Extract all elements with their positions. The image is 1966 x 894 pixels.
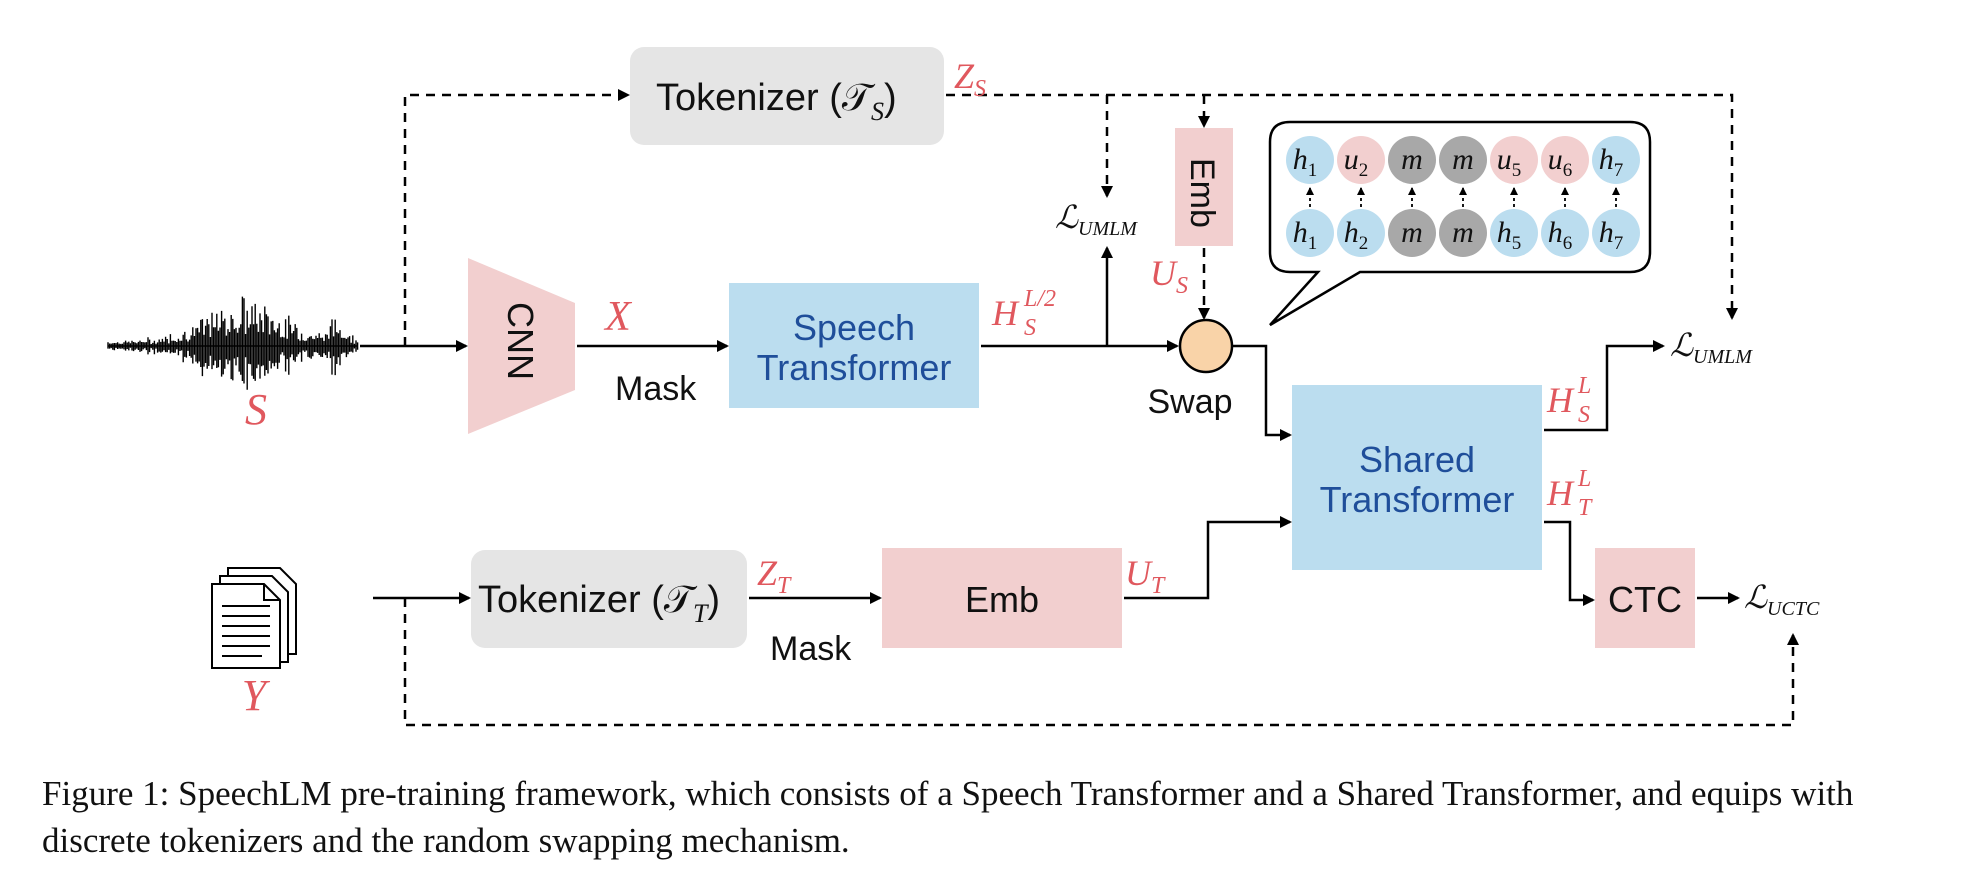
tokenizer-s-label: Tokenizer (𝒯S) [656,77,897,126]
token-bottom-1-circle [1286,209,1334,257]
tokenizer-t-label: Tokenizer (𝒯T) [478,579,720,628]
swap-node [1178,318,1234,374]
token-bottom-5-label: h5 [1497,216,1522,254]
swap-label: Swap [1147,383,1232,421]
token-bottom-6-label: h6 [1548,216,1573,254]
token-top-7-label: h7 [1599,143,1624,181]
symbol-us: US [1150,253,1188,299]
loss-uctc: ℒUCTC [1744,579,1820,620]
token-bottom-4-circle [1439,209,1487,257]
cnn-label: CNN [500,302,541,380]
ctc-label: CTC [1608,579,1682,620]
token-top-4-label: m [1452,143,1474,176]
token-bottom-1-label: h1 [1293,216,1318,254]
shared-transformer-label-2: Transformer [1320,479,1515,520]
token-top-6-circle [1541,136,1589,184]
symbol-h-t-l: H [1546,473,1575,513]
symbol-h-s-l2-sub: S [1024,315,1036,341]
token-top-2-label: u2 [1344,143,1369,181]
dashed-doc-to-loss-uctc [403,598,1799,727]
arrow-shared-to-ctc [1544,520,1595,606]
speech-waveform-icon [107,296,359,390]
loss-umlm-mid: ℒUMLM [1055,199,1138,240]
speech-transformer-label-1: Speech [793,307,915,348]
symbol-s: S [245,385,267,434]
arrow-swap-to-shared [1232,344,1292,441]
symbol-zt: ZT [757,553,792,599]
speech-transformer-label-2: Transformer [757,347,952,388]
loss-umlm-right: ℒUMLM [1670,327,1753,368]
symbol-h-s-l: H [1546,380,1575,420]
token-top-4-circle [1439,136,1487,184]
mask-bottom-label: Mask [770,630,852,668]
dashed-zs-line [946,93,1738,320]
token-top-5-label: u5 [1497,143,1522,181]
token-bottom-7-label: h7 [1599,216,1624,254]
symbol-h-t-l-sub: T [1578,495,1593,521]
arrow-emb-to-shared [1124,516,1292,600]
token-bottom-5-circle [1490,209,1538,257]
token-bottom-7-circle [1592,209,1640,257]
token-top-3-label: m [1401,143,1423,176]
emb-top-label: Emb [1183,158,1221,228]
symbol-h-s-l2-sup: L/2 [1023,286,1056,312]
mask-top-label: Mask [615,370,697,408]
symbol-h-s-l-sub: S [1578,402,1590,428]
symbol-ut: UT [1125,553,1166,599]
shared-transformer-box [1292,385,1542,570]
ctc-box [1595,548,1695,648]
symbol-h-s-l2: H [991,293,1020,333]
text-document-icon [211,567,297,669]
arrow-shared-to-loss-umlm [1544,340,1665,432]
symbol-zs: ZS [954,56,986,102]
waveform-trace [107,296,359,390]
token-bottom-2-label: h2 [1344,216,1369,254]
token-top-1-circle [1286,136,1334,184]
figure-caption: Figure 1: SpeechLM pre-training framewor… [42,774,1854,860]
token-bottom-6-circle [1541,209,1589,257]
symbol-x: X [603,294,633,340]
token-bottom-2-circle [1337,209,1385,257]
dashed-wave-to-tokenizer-s [403,89,630,346]
token-top-6-label: u6 [1548,143,1573,181]
emb-top-box [1175,128,1233,246]
token-top-5-circle [1490,136,1538,184]
emb-bottom-box [882,548,1122,648]
token-top-2-circle [1337,136,1385,184]
token-bottom-3-label: m [1401,216,1423,249]
token-top-7-circle [1592,136,1640,184]
emb-bottom-label: Emb [965,579,1039,620]
token-top-1-label: h1 [1293,143,1318,181]
token-bottom-4-label: m [1452,216,1474,249]
cnn-trapezoid [468,258,575,434]
symbol-h-t-l-sup: L [1577,466,1591,492]
tokenizer-t-box [471,550,747,648]
tokenizer-s-box [630,47,944,145]
token-top-3-circle [1388,136,1436,184]
speech-transformer-box [729,283,979,408]
symbol-h-s-l-sup: L [1577,373,1591,399]
symbol-y: Y [242,671,271,720]
shared-transformer-label-1: Shared [1359,439,1475,480]
token-bottom-3-circle [1388,209,1436,257]
